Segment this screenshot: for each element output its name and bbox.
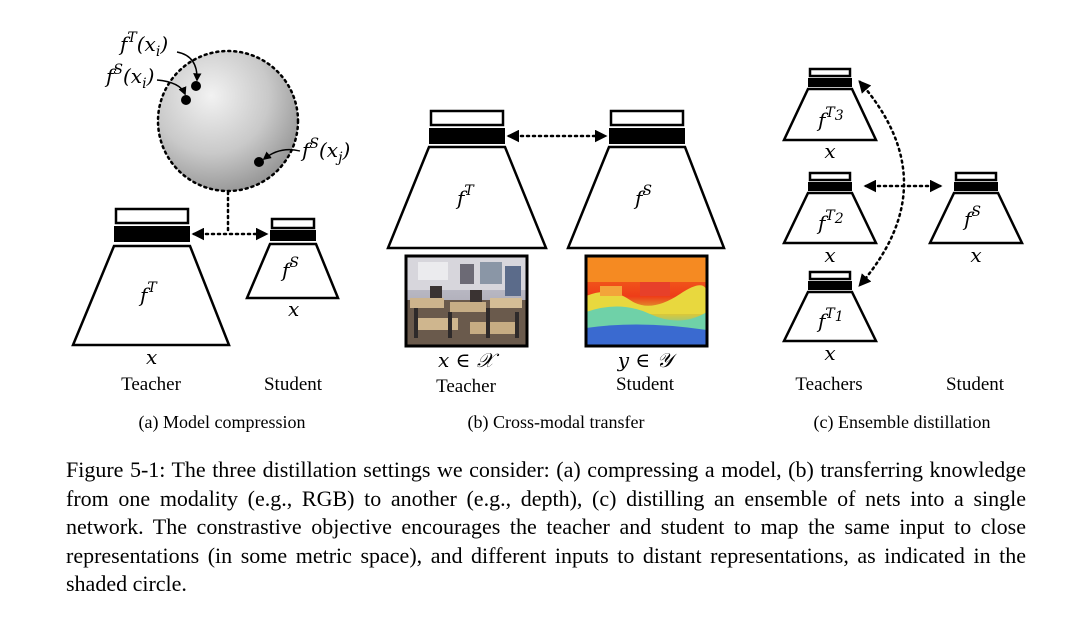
point-fS-xj [254, 157, 264, 167]
point-fS-xi [181, 95, 191, 105]
teacher-label-b: Teacher [436, 376, 497, 397]
teacher3-output-box [808, 67, 852, 78]
label-fS-xj: fS(xj) [300, 136, 350, 166]
teacher-network [71, 244, 231, 347]
teacher1-feature-bar [808, 281, 852, 290]
teacher1-network [781, 290, 879, 343]
student-input-c: x [970, 243, 981, 267]
panel-b-cross-modal: fT fS [386, 109, 726, 433]
student-label-a: Student [264, 374, 323, 395]
student-feature-bar-c [954, 182, 998, 191]
subcaption-b: (b) Cross-modal transfer [468, 412, 645, 433]
leader-fT-xi [176, 51, 202, 82]
student-network [245, 242, 340, 300]
figure-caption: Figure 5-1: The three distillation setti… [66, 457, 1026, 596]
rgb-classroom-image [404, 254, 529, 348]
student-label-c: Student [946, 374, 1005, 395]
subcaption-a: (a) Model compression [139, 412, 306, 433]
student-feature-bar [270, 230, 316, 241]
teacher-feature-bar-b [429, 128, 505, 144]
teacher-output-box-b [429, 109, 505, 127]
teacher2-input: x [824, 243, 835, 267]
student-output-box [270, 217, 316, 230]
student-output-box-c [954, 171, 998, 182]
leader-fS-xi [156, 79, 187, 96]
teacher2-feature-bar [808, 182, 852, 191]
teacher-input-a: x [146, 345, 157, 369]
student-feature-bar-b [609, 128, 685, 144]
teacher1-output-box [808, 270, 852, 281]
teacher2-network [782, 191, 878, 245]
panel-c-ensemble: fT3 x fT2 x fT1 x fS x Teachers Student … [781, 67, 1024, 433]
teacher-network-b [386, 145, 548, 250]
depth-map-image [584, 254, 709, 348]
arc-teacher3-teacher1 [858, 80, 906, 287]
student-output-box-b [609, 109, 685, 127]
student-input-a: x [288, 297, 299, 321]
teacher-output-box [114, 207, 190, 225]
teacher2-output-box [808, 171, 852, 182]
teacher-input-b: x ∈ 𝒳 [438, 348, 500, 372]
teachers-label-c: Teachers [795, 374, 862, 395]
student-network-c [928, 191, 1024, 245]
teacher3-network [782, 87, 878, 142]
teacher3-input: x [824, 139, 835, 163]
embedding-sphere [156, 49, 300, 193]
leader-fS-xj [262, 148, 301, 161]
label-fS-xi: fS(xi) [104, 62, 154, 92]
student-label-b: Student [616, 374, 675, 395]
point-fT-xi [191, 81, 201, 91]
student-input-b: y ∈ 𝒴 [617, 348, 678, 372]
teacher-label-a: Teacher [121, 374, 182, 395]
panel-a-model-compression: fT(xi) fS(xi) fS(xj) fT x fS x Teacher S… [71, 30, 350, 433]
student-network-b [566, 145, 726, 250]
teacher1-input: x [824, 341, 835, 365]
teacher3-feature-bar [808, 78, 852, 87]
teacher-feature-bar [114, 226, 190, 242]
label-fT-xi: fT(xi) [118, 30, 168, 60]
subcaption-c: (c) Ensemble distillation [814, 412, 991, 433]
